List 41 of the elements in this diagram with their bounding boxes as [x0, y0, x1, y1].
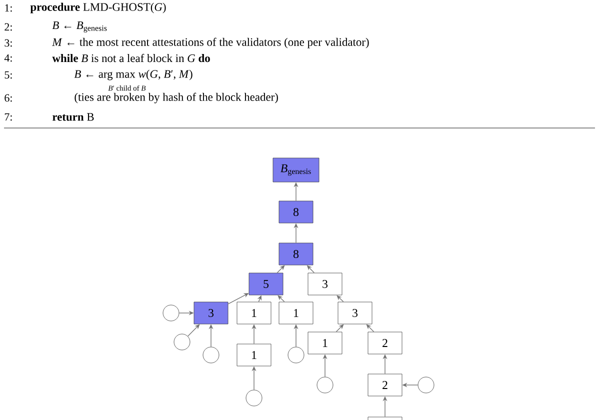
algorithm-line: while B is not a leaf block in G do — [52, 54, 210, 62]
empty-circle — [418, 376, 434, 394]
block-box: 8 — [278, 200, 314, 224]
block-box: 2 — [368, 332, 402, 354]
algorithm-line: (ties are broken by hash of the block header) — [74, 92, 278, 104]
block-box: B$_{genesis}$ — [272, 158, 320, 182]
arrow — [336, 295, 344, 302]
arrow — [336, 324, 344, 332]
line-number: 7: — [4, 113, 12, 121]
arrow — [187, 324, 200, 337]
empty-circle — [174, 334, 190, 350]
empty-circle — [246, 390, 262, 406]
algorithm-line: B ← B$_{genesis}$ — [52, 22, 107, 33]
arrow — [366, 324, 374, 332]
block-box: 3 — [308, 272, 342, 296]
line-number: 4: — [4, 54, 12, 62]
arrow — [276, 265, 285, 274]
block-box: 1 — [308, 332, 342, 354]
line-number: 6: — [4, 94, 12, 102]
algorithm-line: B ← arg max w(G, B′, M) — [74, 70, 192, 80]
line-number: 1: — [5, 4, 12, 12]
empty-circle — [162, 304, 180, 322]
empty-circle — [316, 376, 334, 394]
algorithm-line: M ← the most recent attestations of the validators (one per validator) — [52, 38, 369, 48]
line-number: 5: — [4, 71, 12, 79]
block-box: 3 — [194, 302, 228, 324]
block-box: 1 — [236, 302, 272, 324]
block-box: 3 — [338, 302, 372, 324]
line-number: 3: — [4, 39, 12, 47]
arrow — [278, 295, 285, 302]
empty-circle — [288, 346, 304, 364]
algorithm-line: return B — [52, 113, 94, 121]
empty-circle — [202, 346, 220, 364]
block-box: 5 — [248, 272, 284, 296]
block-box: 8 — [278, 242, 314, 266]
algorithm-line: procedure LMD-GHOST(G) — [30, 2, 166, 14]
block-box: 1 — [278, 302, 314, 324]
line-number: 2: — [4, 23, 12, 31]
block-box — [368, 416, 402, 420]
block-box: 1 — [236, 344, 272, 366]
block-box: 2 — [368, 374, 402, 396]
